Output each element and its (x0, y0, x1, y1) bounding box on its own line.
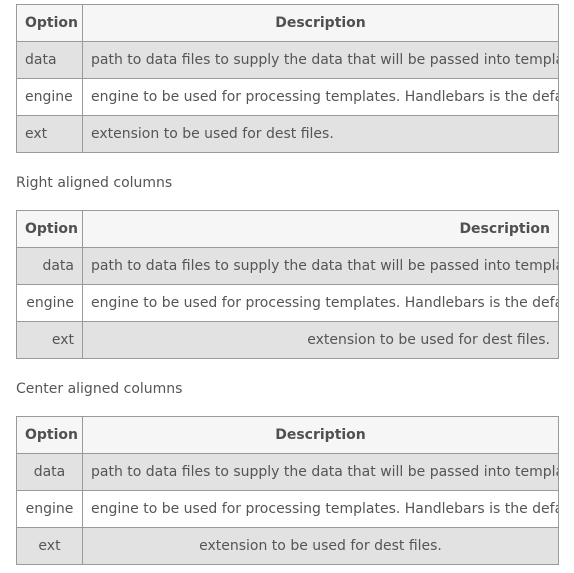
table-header-row: Option Description (16, 210, 559, 248)
option-header: Option (16, 416, 83, 454)
table-header-row: Option Description (16, 416, 559, 454)
description-header: Description (82, 416, 559, 454)
description-cell: engine to be used for processing templat… (82, 490, 559, 528)
option-cell: ext (16, 527, 83, 565)
table-row: ext extension to be used for dest files. (16, 321, 559, 359)
table-row: ext extension to be used for dest files. (16, 527, 559, 565)
options-table-left: Option Description data path to data fil… (16, 4, 559, 153)
description-cell: engine to be used for processing templat… (82, 284, 559, 322)
option-cell: engine (16, 284, 83, 322)
table-row: engine engine to be used for processing … (16, 78, 559, 116)
description-header: Description (82, 210, 559, 248)
option-cell: ext (16, 321, 83, 359)
option-cell: engine (16, 78, 83, 116)
table-row: engine engine to be used for processing … (16, 284, 559, 322)
options-table-right: Option Description data path to data fil… (16, 210, 559, 359)
option-cell: data (16, 41, 83, 79)
description-cell: path to data files to supply the data th… (82, 41, 559, 79)
option-header: Option (16, 210, 83, 248)
table-row: ext extension to be used for dest files. (16, 115, 559, 153)
option-cell: data (16, 453, 83, 491)
table-row: data path to data files to supply the da… (16, 247, 559, 285)
option-header: Option (16, 4, 83, 42)
description-header: Description (82, 4, 559, 42)
description-cell: engine to be used for processing templat… (82, 78, 559, 116)
description-cell: path to data files to supply the data th… (82, 453, 559, 491)
description-cell: extension to be used for dest files. (82, 115, 559, 153)
table-row: data path to data files to supply the da… (16, 41, 559, 79)
caption-center-aligned: Center aligned columns (16, 381, 183, 397)
caption-right-aligned: Right aligned columns (16, 175, 173, 191)
table-row: engine engine to be used for processing … (16, 490, 559, 528)
option-cell: ext (16, 115, 83, 153)
option-cell: data (16, 247, 83, 285)
description-cell: extension to be used for dest files. (82, 321, 559, 359)
table-row: data path to data files to supply the da… (16, 453, 559, 491)
description-cell: extension to be used for dest files. (82, 527, 559, 565)
table-header-row: Option Description (16, 4, 559, 42)
options-table-center: Option Description data path to data fil… (16, 416, 559, 565)
option-cell: engine (16, 490, 83, 528)
description-cell: path to data files to supply the data th… (82, 247, 559, 285)
